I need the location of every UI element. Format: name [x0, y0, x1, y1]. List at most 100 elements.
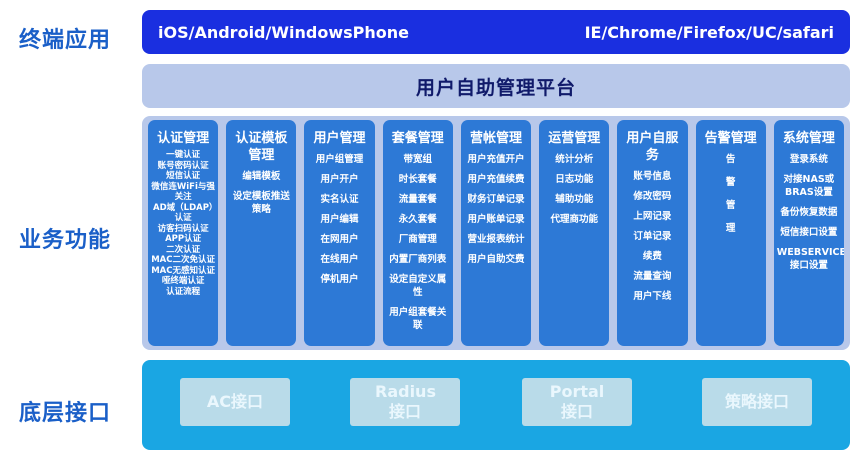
module-title: 告警管理 — [704, 131, 757, 146]
module-item: 用户账单记录 — [467, 214, 525, 225]
module-item: 上网记录 — [633, 211, 672, 222]
module-item: 续费 — [642, 251, 662, 262]
module-item: 用户组套餐关联 — [389, 307, 447, 331]
module-item: 备份恢复数据 — [780, 207, 838, 218]
module-item: 财务订单记录 — [467, 194, 525, 205]
module-column: 套餐管理带宽组时长套餐流量套餐永久套餐厂商管理内置厂商列表设定自定义属性用户组套… — [382, 120, 453, 346]
module-item: 厂商管理 — [398, 234, 437, 245]
module-item: 时长套餐 — [398, 174, 437, 185]
platform-title: 用户自助管理平台 — [415, 76, 576, 99]
module-item: 在网用户 — [320, 234, 359, 245]
module-item: 账号信息 — [633, 171, 672, 182]
module-item: 统计分析 — [555, 154, 594, 165]
module-item: 日志功能 — [555, 174, 594, 185]
module-items: 带宽组时长套餐流量套餐永久套餐厂商管理内置厂商列表设定自定义属性用户组套餐关联 — [386, 153, 450, 339]
module-items: 统计分析日志功能辅助功能代理商功能 — [542, 153, 606, 233]
module-item: 用户编辑 — [320, 214, 359, 225]
module-item: 短信认证 — [166, 171, 201, 181]
terminal-bar: iOS/Android/WindowsPhone IE/Chrome/Firef… — [142, 10, 850, 54]
module-item: 访客扫码认证 — [157, 223, 209, 234]
module-column: 营帐管理用户充值开户用户充值续费财务订单记录用户账单记录营业报表统计用户自助交费 — [460, 120, 532, 346]
module-item: 用户充值续费 — [467, 174, 525, 185]
module-title: 认证模板管理 — [235, 131, 288, 163]
module-title: 系统管理 — [782, 131, 835, 146]
module-column: 运营管理统计分析日志功能辅助功能代理商功能 — [539, 120, 610, 346]
module-item: 用户开户 — [320, 174, 359, 185]
module-item: 在线用户 — [320, 254, 359, 265]
module-item: 订单记录 — [633, 231, 672, 242]
module-item: 认证流程 — [166, 286, 201, 297]
module-item: 用户自助交费 — [467, 254, 525, 265]
module-title: 营帐管理 — [469, 131, 522, 146]
module-column: 用户自服务账号信息修改密码上网记录订单记录续费流量查询用户下线 — [617, 120, 688, 346]
module-item: 告 — [725, 154, 736, 165]
module-item: 一键认证 — [166, 150, 201, 160]
module-title: 用户管理 — [313, 131, 366, 146]
module-item: MAC无感知认证 — [151, 265, 215, 276]
module-item: 管 — [725, 200, 736, 211]
module-item: 哑终端认证 — [161, 276, 205, 286]
platform-bar: 用户自助管理平台 — [142, 64, 850, 108]
mobile-platforms: iOS/Android/WindowsPhone — [158, 22, 409, 42]
module-column: 认证模板管理编辑模板设定模板推送策略 — [226, 120, 297, 346]
module-column: 用户管理用户组管理用户开户实名认证用户编辑在网用户在线用户停机用户 — [304, 120, 375, 346]
module-items: 账号信息修改密码上网记录订单记录续费流量查询用户下线 — [620, 170, 684, 310]
module-item: 用户下线 — [633, 291, 672, 302]
module-items: 用户充值开户用户充值续费财务订单记录用户账单记录营业报表统计用户自助交费 — [464, 153, 528, 273]
module-item: MAC二次免认证 — [151, 255, 215, 265]
ac-interface-box: AC接口 — [180, 378, 290, 426]
module-item: 代理商功能 — [550, 214, 598, 225]
module-item: WEBSERVICE接口设置 — [776, 247, 844, 271]
module-item: 带宽组 — [403, 154, 433, 165]
radius-interface-label: Radius接口 — [375, 382, 436, 421]
module-column: 告警管理告警管理 — [695, 120, 766, 346]
module-item: 警 — [725, 177, 736, 188]
business-layer-label: 业务功能 — [18, 228, 111, 253]
module-item: 二次认证 — [166, 244, 201, 255]
interface-layer: AC接口 Radius接口 Portal接口 策略接口 — [142, 360, 850, 450]
module-item: 对接NAS或BRAS设置 — [783, 174, 835, 198]
module-item: 微信连WiFi与强关注 — [151, 181, 215, 203]
browser-platforms: IE/Chrome/Firefox/UC/safari — [584, 22, 834, 42]
module-item: 用户充值开户 — [467, 154, 525, 165]
module-item: APP认证 — [165, 234, 202, 244]
module-column: 系统管理登录系统对接NAS或BRAS设置备份恢复数据短信接口设置 WEBSERVI… — [773, 120, 844, 346]
module-items: 告警管理 — [699, 153, 763, 245]
module-item: 营业报表统计 — [467, 234, 525, 245]
module-item: 设定自定义属性 — [389, 274, 447, 298]
policy-interface-box: 策略接口 — [702, 378, 812, 426]
module-item: 设定模板推送策略 — [232, 191, 290, 215]
portal-interface-label: Portal接口 — [549, 382, 605, 421]
module-items: 用户组管理用户开户实名认证用户编辑在网用户在线用户停机用户 — [307, 153, 371, 293]
module-title: 运营管理 — [548, 131, 601, 146]
module-title: 用户自服务 — [626, 131, 679, 163]
module-item: AD域（LDAP）认证 — [153, 202, 214, 224]
module-title: 认证管理 — [157, 131, 210, 146]
module-item: 内置厂商列表 — [389, 254, 447, 265]
module-item: 流量查询 — [633, 271, 672, 282]
module-item: 短信接口设置 — [780, 227, 838, 238]
module-item: 登录系统 — [789, 154, 828, 165]
radius-interface-box: Radius接口 — [350, 378, 460, 426]
module-items: 编辑模板设定模板推送策略 — [229, 170, 293, 223]
module-title: 套餐管理 — [391, 131, 444, 146]
module-item: 编辑模板 — [242, 171, 281, 182]
module-item: 流量套餐 — [398, 194, 437, 205]
module-item: 停机用户 — [320, 274, 359, 285]
module-item: 用户组管理 — [315, 154, 364, 165]
module-items: 登录系统对接NAS或BRAS设置备份恢复数据短信接口设置 WEBSERVICE接口… — [776, 153, 844, 279]
module-item: 永久套餐 — [398, 214, 437, 225]
policy-interface-label: 策略接口 — [724, 392, 789, 411]
module-item: 辅助功能 — [555, 194, 594, 205]
ac-interface-label: AC接口 — [206, 392, 264, 411]
interface-layer-label: 底层接口 — [18, 401, 111, 426]
module-item: 理 — [725, 223, 736, 234]
terminal-layer-label: 终端应用 — [18, 28, 111, 53]
module-item: 修改密码 — [633, 191, 672, 202]
module-item: 实名认证 — [320, 194, 359, 205]
portal-interface-box: Portal接口 — [522, 378, 632, 426]
module-item: 账号密码认证 — [157, 160, 209, 171]
